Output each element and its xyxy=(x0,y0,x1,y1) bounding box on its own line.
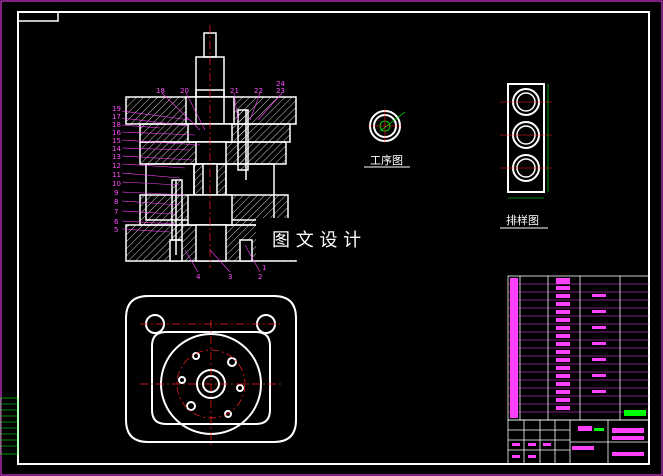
part-number-top-5: 23 xyxy=(276,87,285,95)
watermark-background xyxy=(256,218,406,260)
part-number-left-14: 6 xyxy=(114,218,119,226)
part-number-left-12: 8 xyxy=(114,198,118,206)
part-number-left-9: 11 xyxy=(112,171,121,179)
part-number-left-11: 9 xyxy=(114,189,118,197)
part-number-left-3: 18 xyxy=(112,121,121,129)
title-block-marks xyxy=(512,426,644,458)
part-number-left-5: 15 xyxy=(112,137,121,145)
corner-tab xyxy=(17,11,59,22)
part-numbers: 19 17 18 16 15 14 13 12 11 10 9 8 7 6 5 … xyxy=(112,80,285,281)
part-number-left-1: 19 xyxy=(112,105,121,113)
part-number-left-15: 5 xyxy=(114,226,118,234)
drawing-frame xyxy=(17,11,650,465)
part-number-top-4: 22 xyxy=(254,87,263,95)
part-number-bottom-3: 2 xyxy=(258,273,262,281)
part-number-top-2: 20 xyxy=(180,87,189,95)
watermark-text: 图 文 设 计 xyxy=(272,230,361,251)
process-view: 工序图 xyxy=(364,109,410,168)
bom-rows xyxy=(508,283,649,413)
strip-layout-view: 排样图 xyxy=(500,83,552,229)
leader-lines xyxy=(121,92,283,273)
part-number-left-8: 12 xyxy=(112,162,121,170)
left-edge-table xyxy=(0,397,19,455)
part-number-bottom-1: 4 xyxy=(196,273,201,281)
layout-view-label: 排样图 xyxy=(506,213,539,227)
part-number-top-6: 24 xyxy=(276,80,285,88)
part-number-bottom-2: 3 xyxy=(228,273,232,281)
part-number-left-13: 7 xyxy=(114,208,118,216)
part-number-top-1: 18 xyxy=(156,87,165,95)
bom-text-marks xyxy=(510,278,606,418)
title-block xyxy=(507,419,650,465)
part-number-left-6: 14 xyxy=(112,145,121,153)
plan-centerlines xyxy=(140,320,282,446)
part-number-left-10: 10 xyxy=(112,180,121,188)
part-number-left-7: 13 xyxy=(112,153,121,161)
part-number-bottom-4: 1 xyxy=(262,264,266,272)
part-number-top-3: 21 xyxy=(230,87,239,95)
part-number-left-2: 17 xyxy=(112,113,121,121)
part-number-left-4: 16 xyxy=(112,129,121,137)
process-view-label: 工序图 xyxy=(370,153,403,167)
bom-green-mark xyxy=(624,410,646,416)
